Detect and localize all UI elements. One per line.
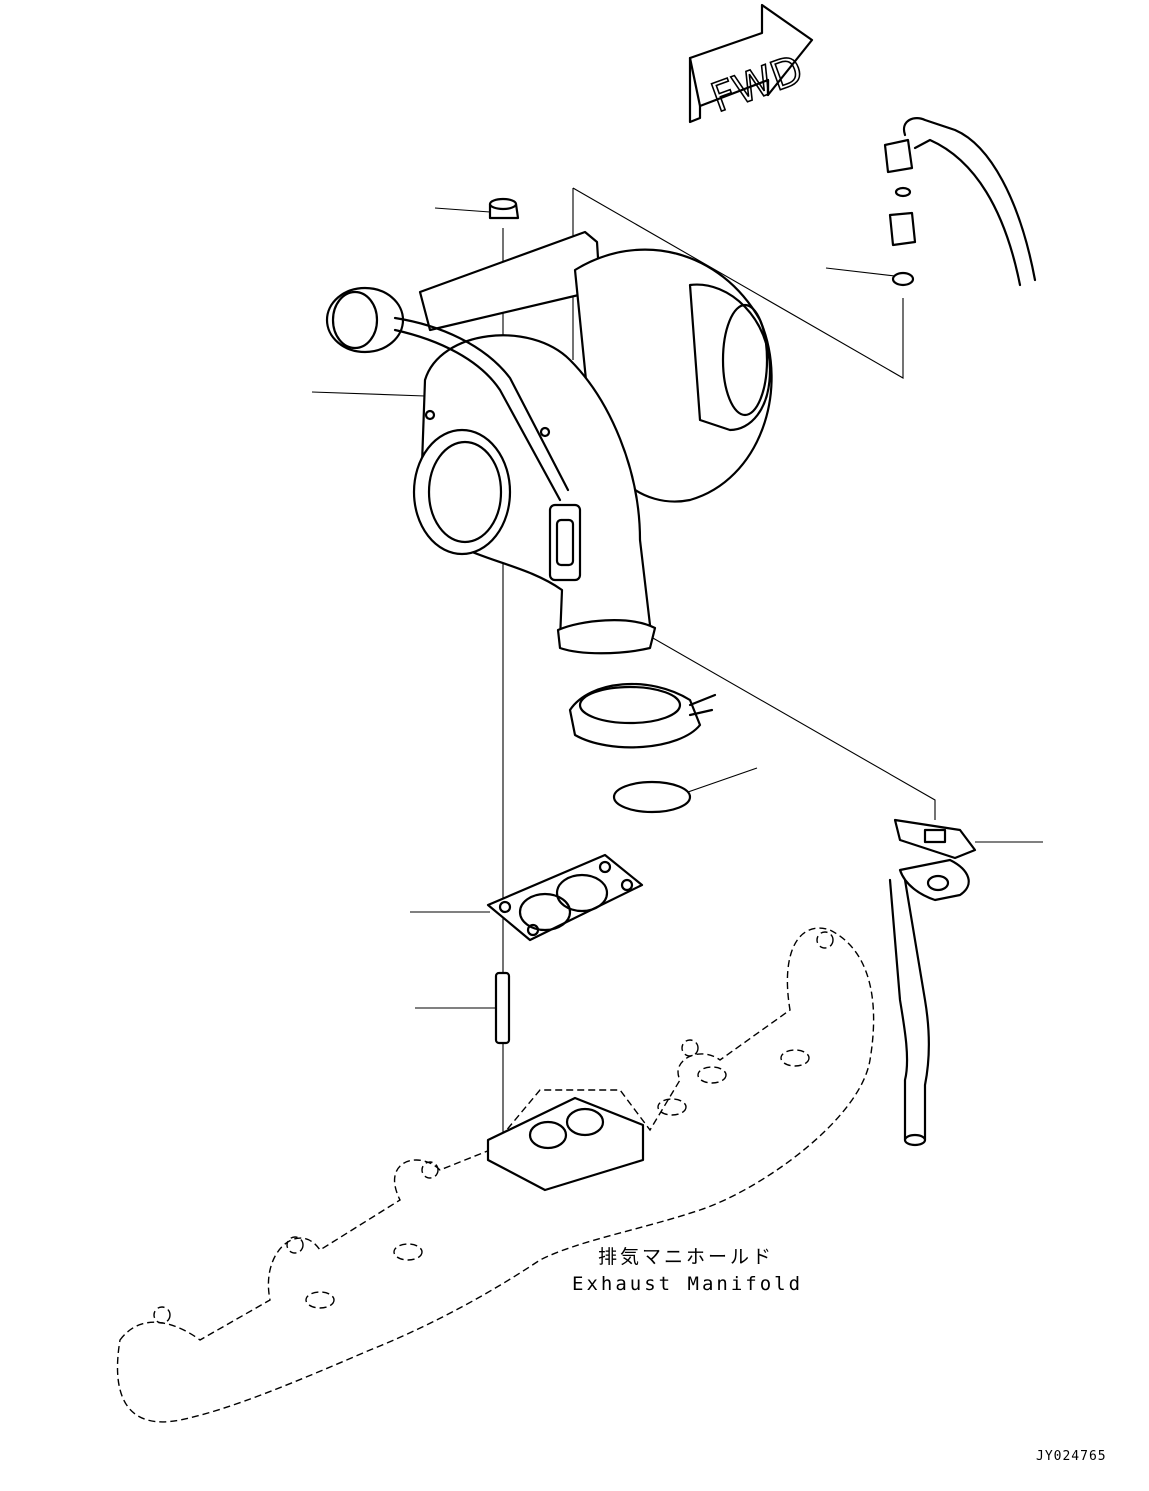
stud-bolt <box>494 971 511 1045</box>
v-band-clamp <box>568 682 717 749</box>
turbocharger <box>325 230 773 655</box>
nut <box>488 197 520 220</box>
manifold-label-jp: 排気マニホールド <box>598 1246 774 1268</box>
manifold-label-en: Exhaust Manifold <box>572 1273 803 1295</box>
exhaust-manifold <box>116 927 875 1423</box>
turbo-mounting-gasket <box>486 853 644 942</box>
forward-direction-arrow: FWD <box>688 3 814 124</box>
oil-drain-pipe <box>888 858 970 1147</box>
drawing-code: JY024765 <box>1036 1449 1107 1464</box>
ring-gasket <box>612 780 692 814</box>
oil-supply-hose <box>883 117 1037 287</box>
oil-drain-gasket <box>893 818 977 860</box>
